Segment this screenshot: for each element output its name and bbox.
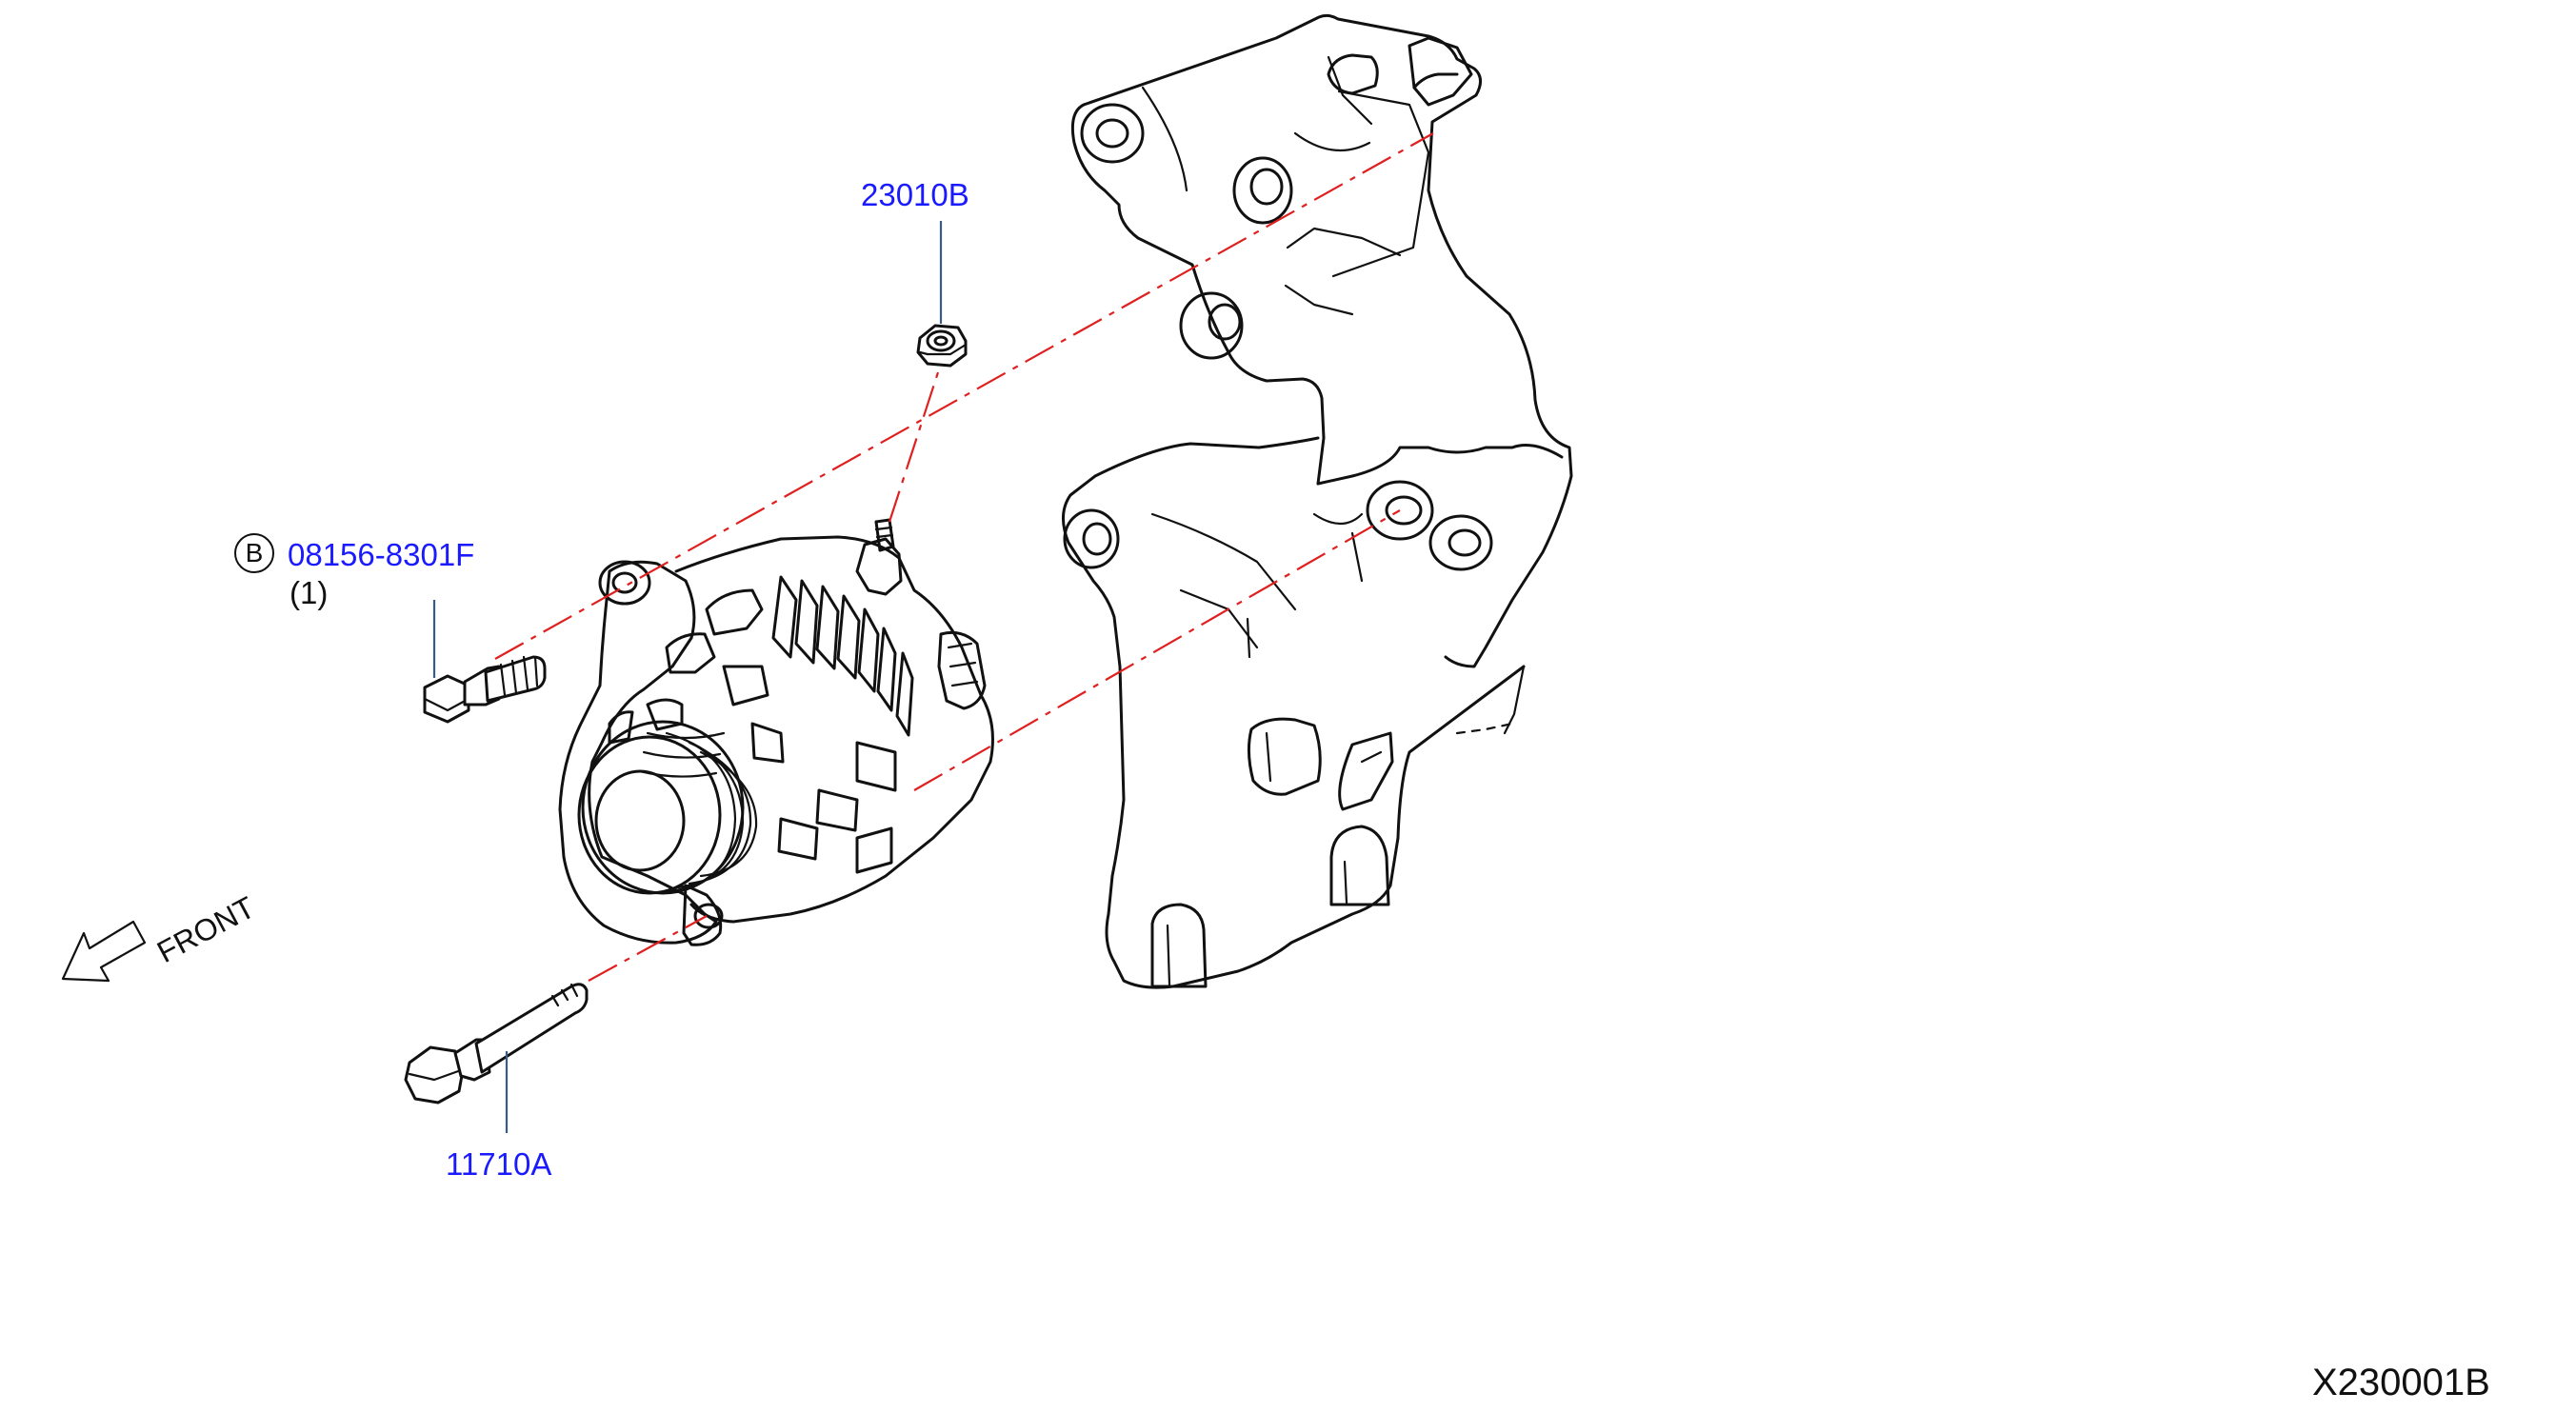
centerline-rear-mount: [913, 509, 1401, 791]
nut: [916, 324, 968, 368]
leader-lines: [432, 221, 943, 1133]
part-number-nut[interactable]: 23010B: [861, 177, 969, 212]
alternator-pulley: [577, 720, 758, 895]
long-bolt: [404, 983, 589, 1105]
part-number-upper-bolt[interactable]: 08156-8301F: [288, 537, 475, 572]
mounting-bracket: [1062, 13, 1573, 989]
arrow-icon: [61, 920, 147, 983]
upper-bolt: [423, 655, 547, 724]
alternator-cooling-fins: [771, 575, 914, 874]
centerline-stud-nut: [888, 368, 941, 523]
quantity-upper-bolt: (1): [290, 575, 329, 610]
reference-badge: B: [234, 533, 274, 573]
centerline-upper-bolt: [494, 132, 1434, 660]
assembly-centerlines: [494, 132, 1434, 982]
part-number-long-bolt[interactable]: 11710A: [446, 1146, 552, 1182]
centerline-long-bolt: [588, 915, 708, 982]
alternator: [558, 518, 994, 946]
drawing-code: X230001B: [2312, 1362, 2490, 1403]
